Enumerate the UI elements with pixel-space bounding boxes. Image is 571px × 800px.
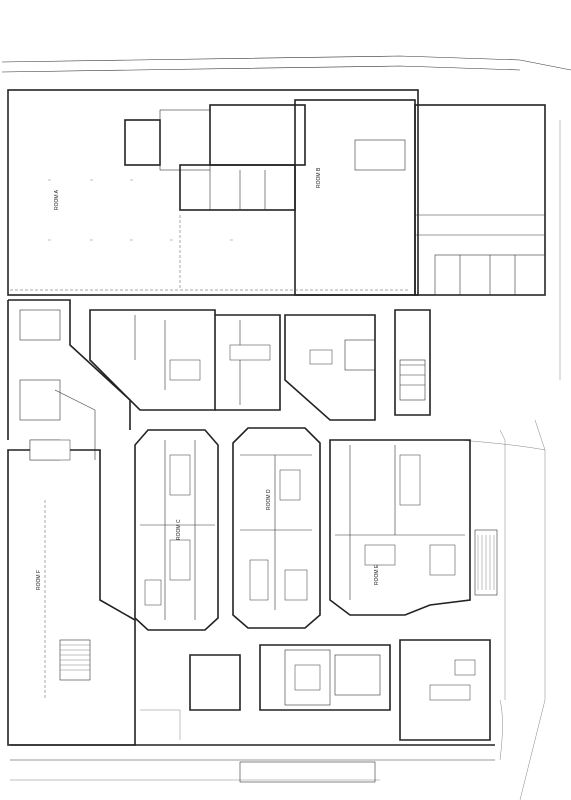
west-office	[7, 439, 136, 746]
room-label: ROOM A	[54, 189, 60, 210]
lab-cluster-north	[89, 309, 431, 421]
room-labels: ROOM A ROOM B ROOM C ROOM D ROOM E ROOM …	[36, 167, 380, 590]
lab-octagon-center	[232, 427, 321, 629]
lab-octagon-west	[134, 429, 219, 631]
warehouse-block	[7, 89, 546, 296]
lab-cluster-south	[189, 639, 491, 741]
lab-cluster-east	[329, 439, 498, 616]
room-label: ROOM B	[316, 167, 322, 188]
room-label: ROOM F	[36, 570, 42, 590]
room-label: ROOM D	[266, 489, 272, 510]
room-label: ROOM C	[176, 519, 182, 540]
site-boundary	[1, 55, 571, 800]
corridor-west	[7, 299, 131, 461]
room-label: ROOM E	[374, 564, 380, 585]
corridor-south	[10, 709, 495, 783]
